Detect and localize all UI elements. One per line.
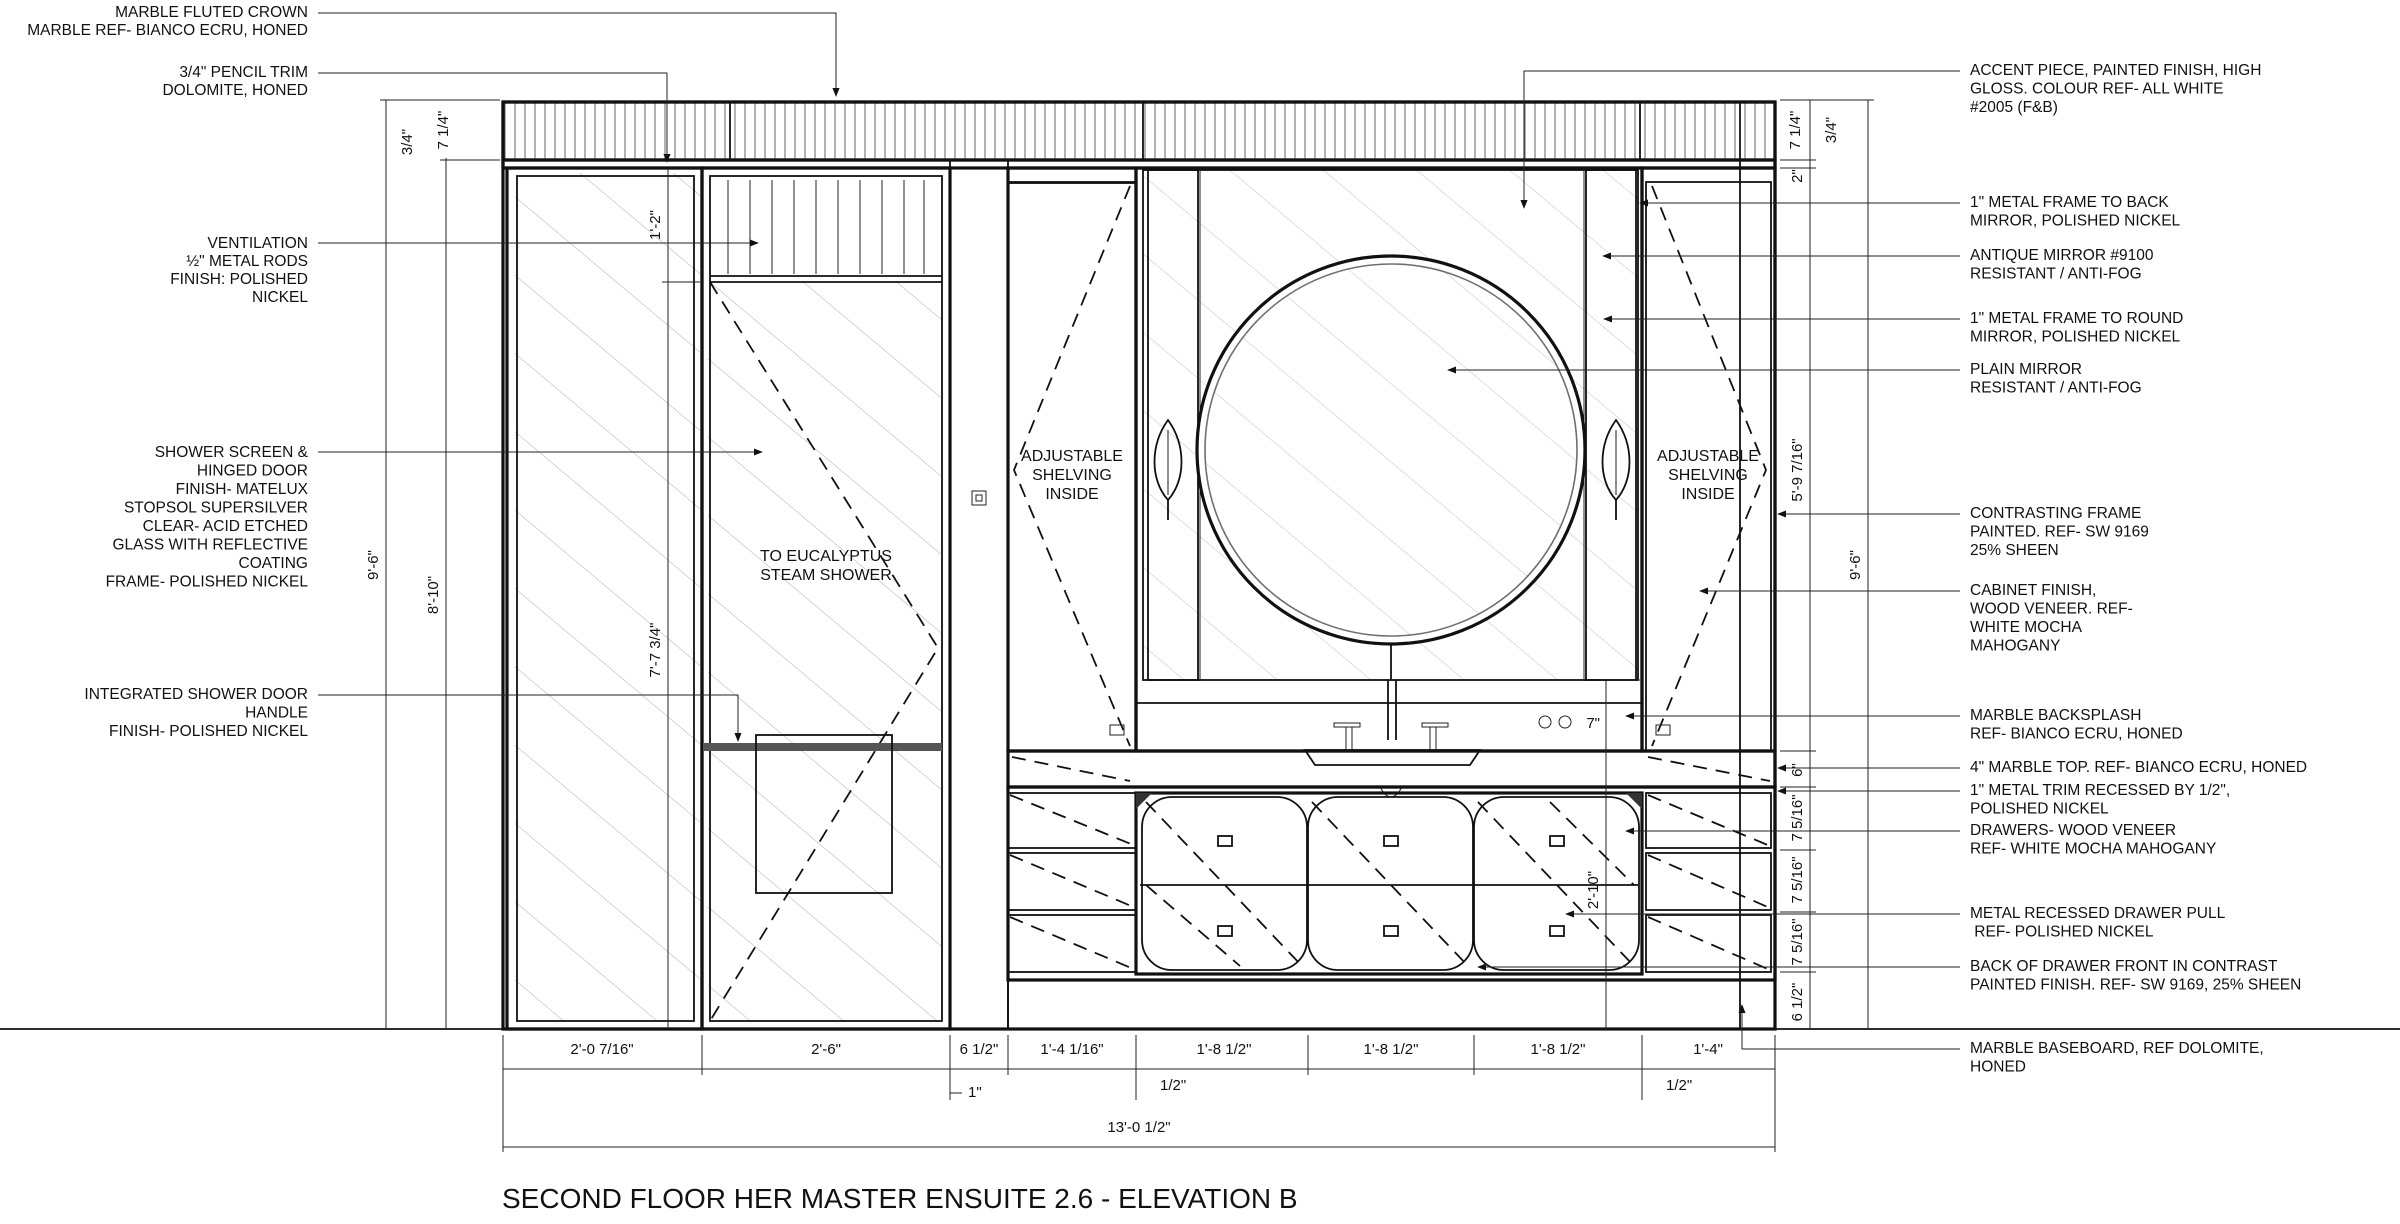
svg-text:BACK OF DRAWER FRONT IN CONTRA: BACK OF DRAWER FRONT IN CONTRASTPAINTED … — [1970, 958, 2301, 994]
marble-backsplash — [1136, 702, 1642, 729]
shelving-left-label-2: SHELVING — [1032, 467, 1112, 484]
shower-label-1: TO EUCALYPTUS — [760, 548, 892, 565]
svg-text:7 5/16": 7 5/16" — [1789, 918, 1806, 965]
svg-text:3/4": 3/4" — [1823, 117, 1840, 143]
shelving-right-label-1: ADJUSTABLE — [1657, 448, 1759, 465]
svg-text:1'-8 1/2": 1'-8 1/2" — [1197, 1041, 1252, 1058]
svg-text:8'-10": 8'-10" — [425, 576, 442, 614]
svg-text:1'-4": 1'-4" — [1693, 1041, 1723, 1058]
svg-text:1/2": 1/2" — [1666, 1077, 1692, 1094]
left-sconce — [1153, 418, 1183, 520]
left-dimensions: 9'-6" 8'-10" 7'-7 3/4" 1'-2" 3/4" 7 1/4" — [365, 99, 700, 1029]
shower-label-2: STEAM SHOWER — [760, 567, 892, 584]
svg-text:7 1/4": 7 1/4" — [435, 111, 452, 150]
right-note-drawer-pull: METAL RECESSED DRAWER PULL REF- POLISHED… — [1565, 905, 2226, 941]
shelving-right-label-2: SHELVING — [1668, 467, 1748, 484]
right-dimensions: 7 1/4" 3/4" 2" 5'-9 7/16" 9'-6" 7" 6" 7 … — [1585, 99, 1874, 1029]
svg-text:7 1/4": 7 1/4" — [1787, 111, 1804, 150]
svg-text:7 5/16": 7 5/16" — [1789, 856, 1806, 903]
svg-text:2'-0 7/16": 2'-0 7/16" — [570, 1041, 633, 1058]
svg-text:7 5/16": 7 5/16" — [1789, 794, 1806, 841]
bottom-dimension-chain: 2'-0 7/16" 2'-6" 6 1/2" 1'-4 1/16" 1'-8 … — [502, 1035, 1776, 1152]
right-note-marble-top: 4" MARBLE TOP. REF- BIANCO ECRU, HONED — [1777, 759, 2307, 776]
shelving-left-label-3: INSIDE — [1045, 486, 1098, 503]
svg-text:4" MARBLE TOP. REF- BIANCO ECR: 4" MARBLE TOP. REF- BIANCO ECRU, HONED — [1970, 759, 2307, 776]
svg-text:6 1/2": 6 1/2" — [960, 1041, 999, 1058]
vanity — [1006, 785, 1777, 982]
svg-text:METAL RECESSED DRAWER PULL: METAL RECESSED DRAWER PULL REF- POLISHED… — [1970, 905, 2226, 941]
svg-text:1'-8 1/2": 1'-8 1/2" — [1531, 1041, 1586, 1058]
svg-text:13'-0 1/2": 13'-0 1/2" — [1107, 1119, 1170, 1136]
marble-fluted-crown — [501, 100, 1777, 170]
svg-text:CABINET FINISH,WOOD VENEER. RE: CABINET FINISH,WOOD VENEER. REF-WHITE MO… — [1970, 582, 2133, 655]
svg-text:ACCENT PIECE, PAINTED FINISH,: ACCENT PIECE, PAINTED FINISH, HIGHGLOSS.… — [1970, 62, 2261, 116]
shower-door-handle — [704, 743, 942, 751]
round-mirror — [1195, 254, 1587, 680]
right-note-cabinet-finish: CABINET FINISH,WOOD VENEER. REF-WHITE MO… — [1699, 582, 2133, 655]
baseboard — [1007, 979, 1776, 1030]
svg-text:1'-2": 1'-2" — [647, 210, 664, 240]
svg-text:2": 2" — [1789, 169, 1806, 183]
svg-text:7'-7 3/4": 7'-7 3/4" — [647, 623, 664, 678]
svg-text:MARBLE BASEBOARD, REF DOLOMITE: MARBLE BASEBOARD, REF DOLOMITE,HONED — [1970, 1040, 2264, 1076]
right-sconce — [1601, 418, 1631, 520]
svg-text:1'-4 1/16": 1'-4 1/16" — [1040, 1041, 1103, 1058]
fixed-glass-panel — [505, 166, 704, 1031]
shelving-right-label-3: INSIDE — [1681, 486, 1734, 503]
svg-text:6": 6" — [1789, 763, 1806, 777]
shower-door — [700, 166, 952, 1031]
pilaster — [949, 159, 1009, 1030]
svg-text:6 1/2": 6 1/2" — [1789, 983, 1806, 1022]
marble-top — [1006, 749, 1777, 798]
drawing-title: SECOND FLOOR HER MASTER ENSUITE 2.6 - EL… — [502, 1183, 1298, 1214]
svg-text:9'-6": 9'-6" — [365, 550, 382, 580]
svg-text:2'-10": 2'-10" — [1585, 871, 1602, 909]
right-note-baseboard: MARBLE BASEBOARD, REF DOLOMITE,HONED — [1738, 1004, 2264, 1076]
svg-text:5'-9 7/16": 5'-9 7/16" — [1789, 438, 1806, 501]
svg-text:1/2": 1/2" — [1160, 1077, 1186, 1094]
handle-plate — [755, 734, 893, 894]
svg-text:2'-6": 2'-6" — [811, 1041, 841, 1058]
svg-text:7": 7" — [1586, 715, 1600, 732]
right-note-metal-trim: 1" METAL TRIM RECESSED BY 1/2",POLISHED … — [1777, 782, 2230, 818]
svg-text:1'-8 1/2": 1'-8 1/2" — [1364, 1041, 1419, 1058]
svg-text:1": 1" — [968, 1084, 982, 1101]
svg-text:9'-6": 9'-6" — [1847, 550, 1864, 580]
svg-text:1" METAL TRIM RECESSED BY 1/2": 1" METAL TRIM RECESSED BY 1/2",POLISHED … — [1970, 782, 2230, 818]
svg-text:3/4": 3/4" — [399, 129, 416, 155]
shelving-left-label-1: ADJUSTABLE — [1021, 448, 1123, 465]
ventilation-rods — [727, 180, 925, 274]
